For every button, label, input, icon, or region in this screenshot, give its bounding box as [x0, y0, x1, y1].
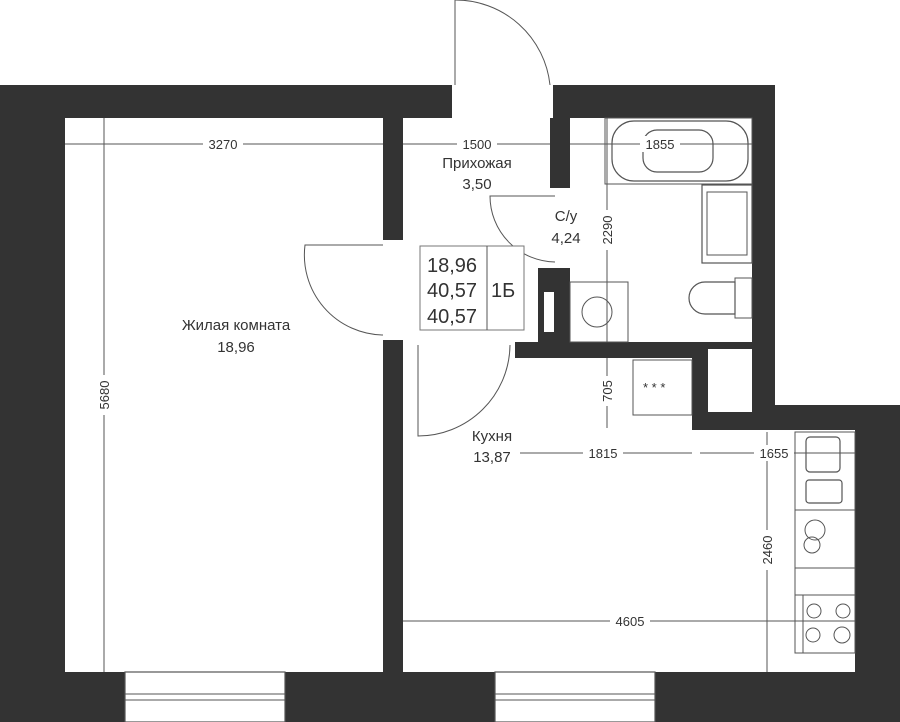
summary-type: 1Б	[491, 280, 515, 302]
kitchen-counter	[794, 431, 856, 654]
toilet	[688, 277, 753, 319]
windows	[124, 671, 656, 722]
dim-niche: 705	[600, 380, 615, 402]
dim-living-height: 5680	[97, 381, 112, 410]
dim-kitchen-mid: 1815	[589, 446, 618, 461]
summary-total-area: 40,57	[427, 280, 477, 302]
dim-kitchen-right: 1655	[760, 446, 789, 461]
hall-name: Прихожая	[442, 155, 512, 172]
doors	[303, 0, 556, 437]
bath-area: 4,24	[551, 230, 580, 247]
dim-bath-height: 2290	[600, 216, 615, 245]
summary-living-area: 18,96	[427, 255, 477, 277]
room-labels: Жилая комната 18,96 Прихожая 3,50 С/у 4,…	[182, 155, 581, 466]
dim-hall-width: 1500	[463, 137, 492, 152]
summary-total-area-2: 40,57	[427, 306, 477, 328]
sink	[701, 184, 753, 264]
hall-area: 3,50	[462, 176, 491, 193]
bath-name: С/у	[555, 208, 578, 225]
svg-text:* * *: * * *	[643, 380, 665, 395]
dim-bath-width: 1855	[646, 137, 675, 152]
stove-small: * * *	[632, 359, 693, 416]
kitchen-name: Кухня	[472, 428, 512, 445]
summary-box: 18,96 40,57 40,57 1Б	[419, 245, 525, 331]
washing-machine	[569, 281, 629, 343]
dim-kitchen-width: 4605	[616, 614, 645, 629]
walls	[0, 85, 900, 722]
living-room-name: Жилая комната	[182, 317, 291, 334]
kitchen-area: 13,87	[473, 449, 511, 466]
dim-living-width: 3270	[209, 137, 238, 152]
living-room-area: 18,96	[217, 339, 255, 356]
dimension-labels: 3270 1500 1855 5680 2290 705 1815 1655 2…	[96, 136, 794, 629]
dim-kitchen-height: 2460	[760, 536, 775, 565]
